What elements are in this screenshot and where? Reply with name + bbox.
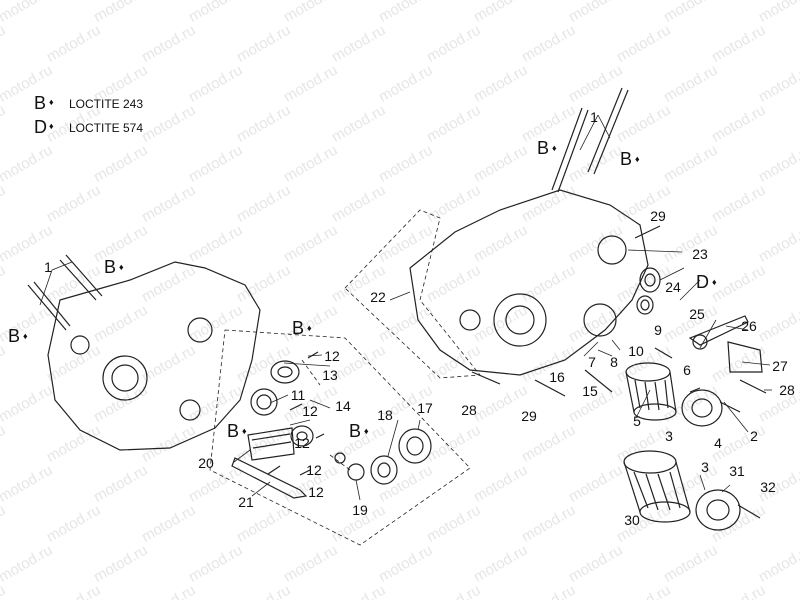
filter-cover-4 <box>681 387 723 427</box>
callout: 30 <box>624 512 640 528</box>
bolt-16-29 <box>534 379 566 397</box>
callout: 4 <box>714 435 722 451</box>
bolt-32 <box>737 504 761 519</box>
left-small-bore <box>70 335 90 355</box>
callout: 7 <box>588 354 596 370</box>
callout: 10 <box>628 343 644 359</box>
bolt-28-right <box>739 379 767 394</box>
callout: 20 <box>198 455 214 471</box>
left-crankcase <box>47 261 261 451</box>
right-side-bore <box>583 303 617 337</box>
bolt-28 <box>471 371 501 385</box>
legend-label: LOCTITE 574 <box>69 121 144 135</box>
callout: 19 <box>352 502 368 518</box>
right-crankcase <box>409 189 649 376</box>
right-main-bore <box>493 293 547 347</box>
callout: 12 <box>306 462 322 478</box>
left-bearings <box>250 351 432 485</box>
loctite-marker: B♦ <box>620 149 640 169</box>
callout: 6 <box>683 362 691 378</box>
drop-icon: ♦ <box>364 426 369 436</box>
sensor-25 <box>692 334 708 350</box>
loctite-marker: B♦ <box>227 421 247 441</box>
callout: 22 <box>370 289 386 305</box>
legend-label: LOCTITE 243 <box>69 97 144 111</box>
loctite-marker: D♦ <box>696 272 717 292</box>
oil-filter-5 <box>625 362 677 421</box>
bolt-29-upper <box>634 225 661 239</box>
loctite-marker: B♦ <box>292 318 312 338</box>
drop-icon: ♦ <box>49 121 54 131</box>
sensor-bracket-26 <box>688 315 749 346</box>
left-upper-bore <box>187 317 213 343</box>
drop-icon: ♦ <box>119 262 124 272</box>
drop-icon: ♦ <box>552 143 557 153</box>
right-stud-1 <box>551 107 583 191</box>
callout: 15 <box>582 383 598 399</box>
right-stud-2 <box>587 87 623 173</box>
pressure-switch-27 <box>727 341 763 373</box>
callout: 32 <box>760 479 776 495</box>
oil-filter-screen <box>247 427 295 461</box>
filter-cover-31 <box>695 489 741 531</box>
drop-icon: ♦ <box>712 277 717 287</box>
drop-icon: ♦ <box>49 97 54 107</box>
left-main-bearing-bore <box>102 355 148 401</box>
callout: 27 <box>772 358 788 374</box>
legend-letter: D <box>34 117 47 137</box>
loctite-marker: B♦ <box>8 326 28 346</box>
callout: 2 <box>750 428 758 444</box>
bolt-2 <box>719 401 741 413</box>
leader-lines <box>39 114 772 501</box>
legend-letter: B <box>34 93 47 113</box>
left-stud-2 <box>59 259 97 301</box>
callout: 16 <box>549 369 565 385</box>
callout: 11 <box>290 387 306 403</box>
callout: 8 <box>610 354 618 370</box>
callout: 18 <box>377 407 393 423</box>
callout: 12 <box>302 403 318 419</box>
drop-icon: ♦ <box>242 426 247 436</box>
loctite-marker: B♦ <box>104 257 124 277</box>
callout: 17 <box>417 400 433 416</box>
loctite-marker: B♦ <box>349 421 369 441</box>
left-bearing-bore-inner <box>111 364 139 392</box>
right-parts <box>471 225 767 519</box>
bolt-15 <box>584 369 613 393</box>
drop-icon: ♦ <box>635 154 640 164</box>
drop-icon: ♦ <box>23 331 28 341</box>
callout: 28 <box>461 402 477 418</box>
callout: 13 <box>322 367 338 383</box>
callout: 31 <box>729 463 745 479</box>
callout: 12 <box>308 484 324 500</box>
callout: 29 <box>521 408 537 424</box>
callout: 26 <box>741 318 757 334</box>
callout: 12 <box>294 435 310 451</box>
callout: 1 <box>44 259 52 275</box>
callout: 23 <box>692 246 708 262</box>
callout: 3 <box>665 428 673 444</box>
callout: 14 <box>335 398 351 414</box>
callout: 25 <box>689 306 705 322</box>
callout: 28 <box>779 382 795 398</box>
pump-shaft <box>231 457 308 499</box>
drop-icon: ♦ <box>307 323 312 333</box>
left-stud-1 <box>27 284 67 331</box>
callout: 3 <box>701 459 709 475</box>
right-upper-bore <box>597 235 627 265</box>
oil-filter-30 <box>623 450 691 523</box>
callout: 29 <box>650 208 666 224</box>
callout: 5 <box>633 413 641 429</box>
left-lower-bore <box>179 399 201 421</box>
left-assembly-boundary <box>209 329 471 546</box>
callout: 21 <box>238 494 254 510</box>
callout: 1 <box>590 109 598 125</box>
callout: 9 <box>654 322 662 338</box>
callout: 12 <box>324 348 340 364</box>
callout: 24 <box>665 279 681 295</box>
loctite-marker: B♦ <box>537 138 557 158</box>
right-assembly-boundary <box>344 209 481 379</box>
